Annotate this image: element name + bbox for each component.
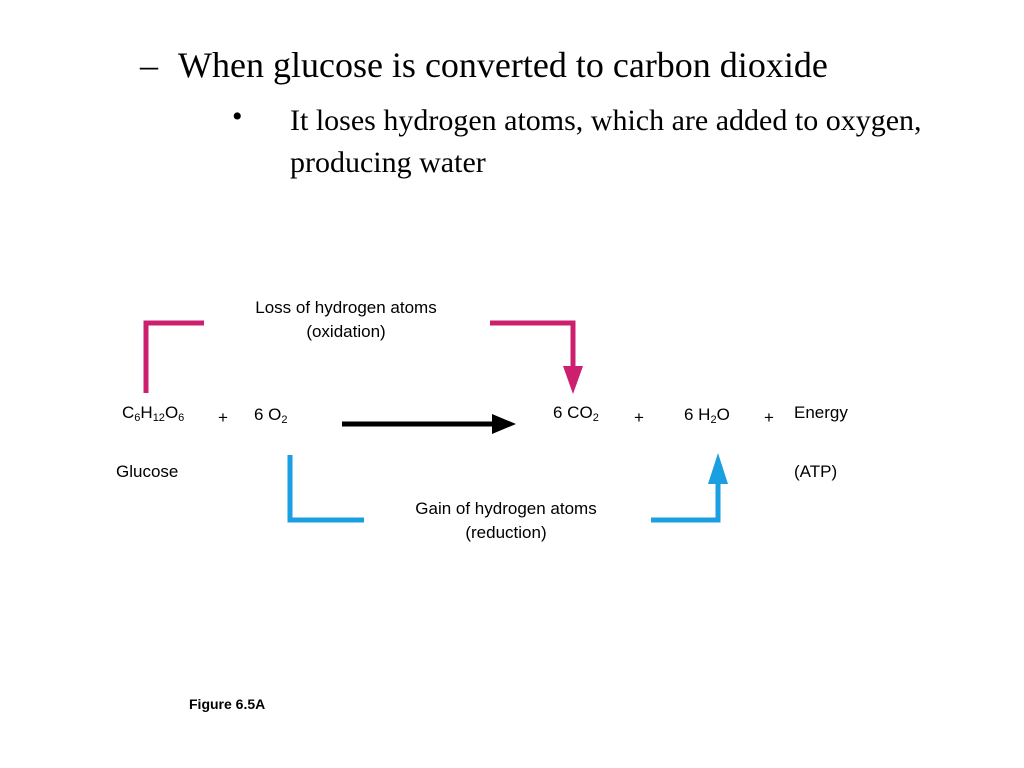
plus-sign: + [764, 408, 774, 427]
glucose-formula: C6H12O6 [122, 403, 185, 424]
energy-label: Energy [794, 403, 848, 422]
oxidation-bracket-right [490, 320, 576, 370]
bullet-marker: • [232, 100, 243, 133]
glucose-name: Glucose [116, 462, 179, 481]
oxidation-label: Loss of hydrogen atoms (oxidation) [255, 298, 437, 341]
dash-marker: – [140, 45, 158, 85]
reaction-arrowhead [492, 414, 516, 434]
reduction-bracket-left [287, 455, 364, 523]
plus-sign: + [218, 408, 228, 427]
water-formula: 6 H2O [684, 405, 730, 426]
oxidation-arrowhead [563, 366, 583, 394]
figure-caption: Figure 6.5A [189, 696, 266, 712]
reduction-arrowhead [708, 453, 728, 484]
oxygen-formula: 6 O2 [254, 405, 288, 426]
plus-sign: + [634, 408, 644, 427]
oxidation-bracket-left [143, 320, 204, 393]
slide-heading-text: When glucose is converted to carbon diox… [178, 45, 828, 85]
co2-formula: 6 CO2 [553, 403, 599, 424]
reduction-label: Gain of hydrogen atoms (reduction) [415, 499, 597, 542]
atp-label: (ATP) [794, 462, 838, 481]
bullet-text: It loses hydrogen atoms, which are added… [290, 104, 922, 179]
reduction-bracket-right [651, 478, 721, 523]
